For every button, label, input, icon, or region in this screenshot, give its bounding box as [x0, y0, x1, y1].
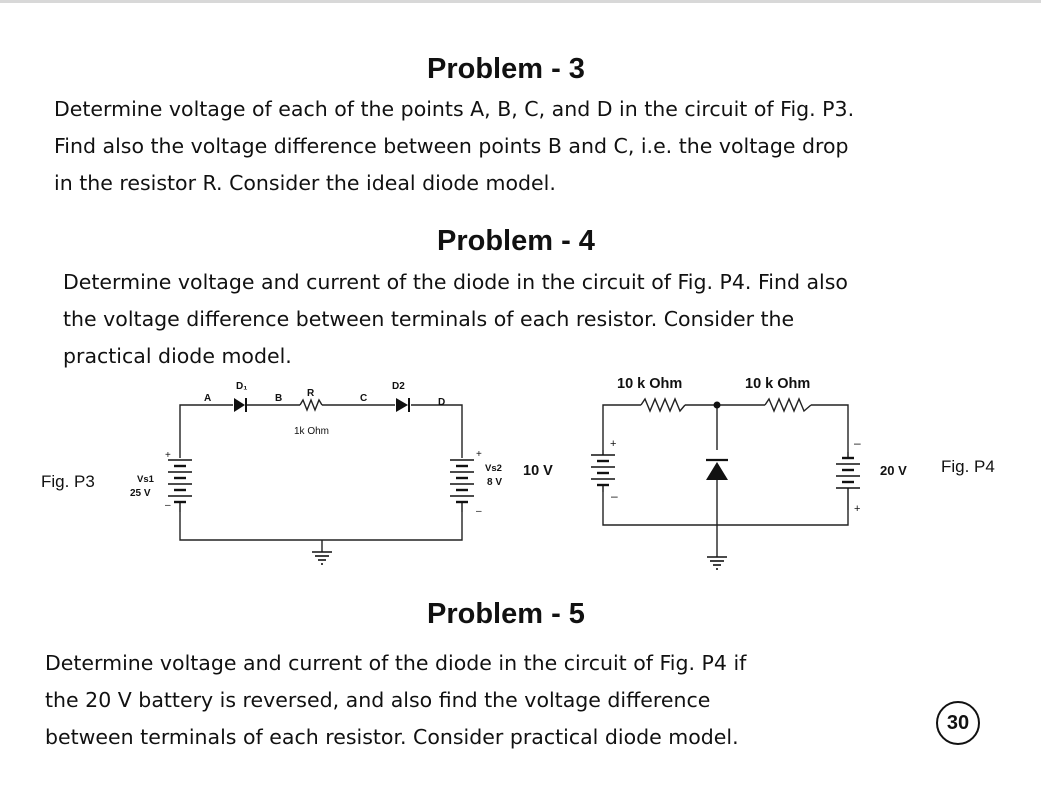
source-20v-label: 20 V	[880, 463, 907, 478]
vs1-plus-sign: +	[165, 450, 171, 461]
resistor-r-value: 1k Ohm	[294, 426, 329, 437]
battery-20v-minus-sign: –	[854, 436, 861, 450]
ground-p4-icon	[707, 556, 727, 570]
problem-5-line: between terminals of each resistor. Cons…	[45, 725, 739, 749]
node-c-label: C	[360, 393, 367, 404]
resistor-r2-symbol	[764, 397, 812, 413]
problem-4-line: Determine voltage and current of the dio…	[63, 270, 848, 294]
problem-3-line: in the resistor R. Consider the ideal di…	[54, 171, 556, 195]
problem-5-line: Determine voltage and current of the dio…	[45, 651, 747, 675]
diode-p4-icon	[706, 458, 728, 480]
problem-4-line: the voltage difference between terminals…	[63, 307, 795, 331]
vs1-name-label: Vs1	[137, 474, 155, 485]
problem-3-line: Find also the voltage difference between…	[54, 134, 849, 158]
fig-p4-circuit	[602, 404, 849, 557]
problem-5-line: the 20 V battery is reversed, and also f…	[45, 688, 711, 712]
problem-3-line: Determine voltage of each of the points …	[54, 97, 855, 121]
node-b-label: B	[275, 393, 282, 404]
fig-p3-label: Fig. P3	[41, 472, 95, 491]
battery-10v-plus-sign: +	[610, 438, 616, 450]
battery-vs1-icon	[168, 459, 192, 512]
resistor-r-label: R	[307, 388, 315, 399]
battery-20v-icon	[836, 452, 860, 510]
battery-10v-icon	[591, 450, 615, 492]
vs1-value-label: 25 V	[130, 488, 151, 499]
top-border	[0, 0, 1041, 3]
fig-p4-label: Fig. P4	[941, 457, 995, 476]
battery-vs2-icon	[450, 459, 474, 512]
diode-d1-label: D₁	[236, 381, 247, 392]
resistor-r2-value: 10 k Ohm	[745, 376, 810, 392]
problem-3-title: Problem - 3	[427, 53, 585, 85]
diode-d1-icon	[234, 398, 247, 412]
problem-5-text: Determine voltage and current of the dio…	[45, 645, 880, 756]
vs2-plus-sign: +	[476, 449, 482, 460]
problem-4-line: practical diode model.	[63, 344, 292, 368]
vs2-minus-sign: –	[476, 506, 482, 517]
fig-p3-circuit	[179, 404, 463, 552]
diode-d2-label: D2	[392, 381, 405, 392]
resistor-r-symbol	[299, 398, 323, 412]
vs2-value-label: 8 V	[487, 477, 502, 488]
junction-dot	[713, 401, 721, 409]
page-number-badge: 30	[936, 701, 980, 745]
diode-d2-icon	[396, 398, 410, 412]
resistor-r1-value: 10 k Ohm	[617, 376, 682, 392]
ground-p3-icon	[312, 551, 332, 565]
battery-20v-plus-sign: +	[854, 503, 860, 515]
vs2-name-label: Vs2	[485, 463, 502, 474]
problem-3-text: Determine voltage of each of the points …	[54, 91, 994, 202]
node-d-label: D	[438, 397, 445, 408]
problem-5-title: Problem - 5	[427, 598, 585, 630]
source-10v-label: 10 V	[523, 463, 553, 479]
resistor-r1-symbol	[640, 397, 686, 413]
problem-4-title: Problem - 4	[437, 225, 595, 257]
node-a-label: A	[204, 393, 211, 404]
vs1-minus-sign: –	[165, 500, 171, 511]
battery-10v-minus-sign: –	[611, 489, 618, 503]
problem-4-text: Determine voltage and current of the dio…	[63, 264, 1003, 375]
